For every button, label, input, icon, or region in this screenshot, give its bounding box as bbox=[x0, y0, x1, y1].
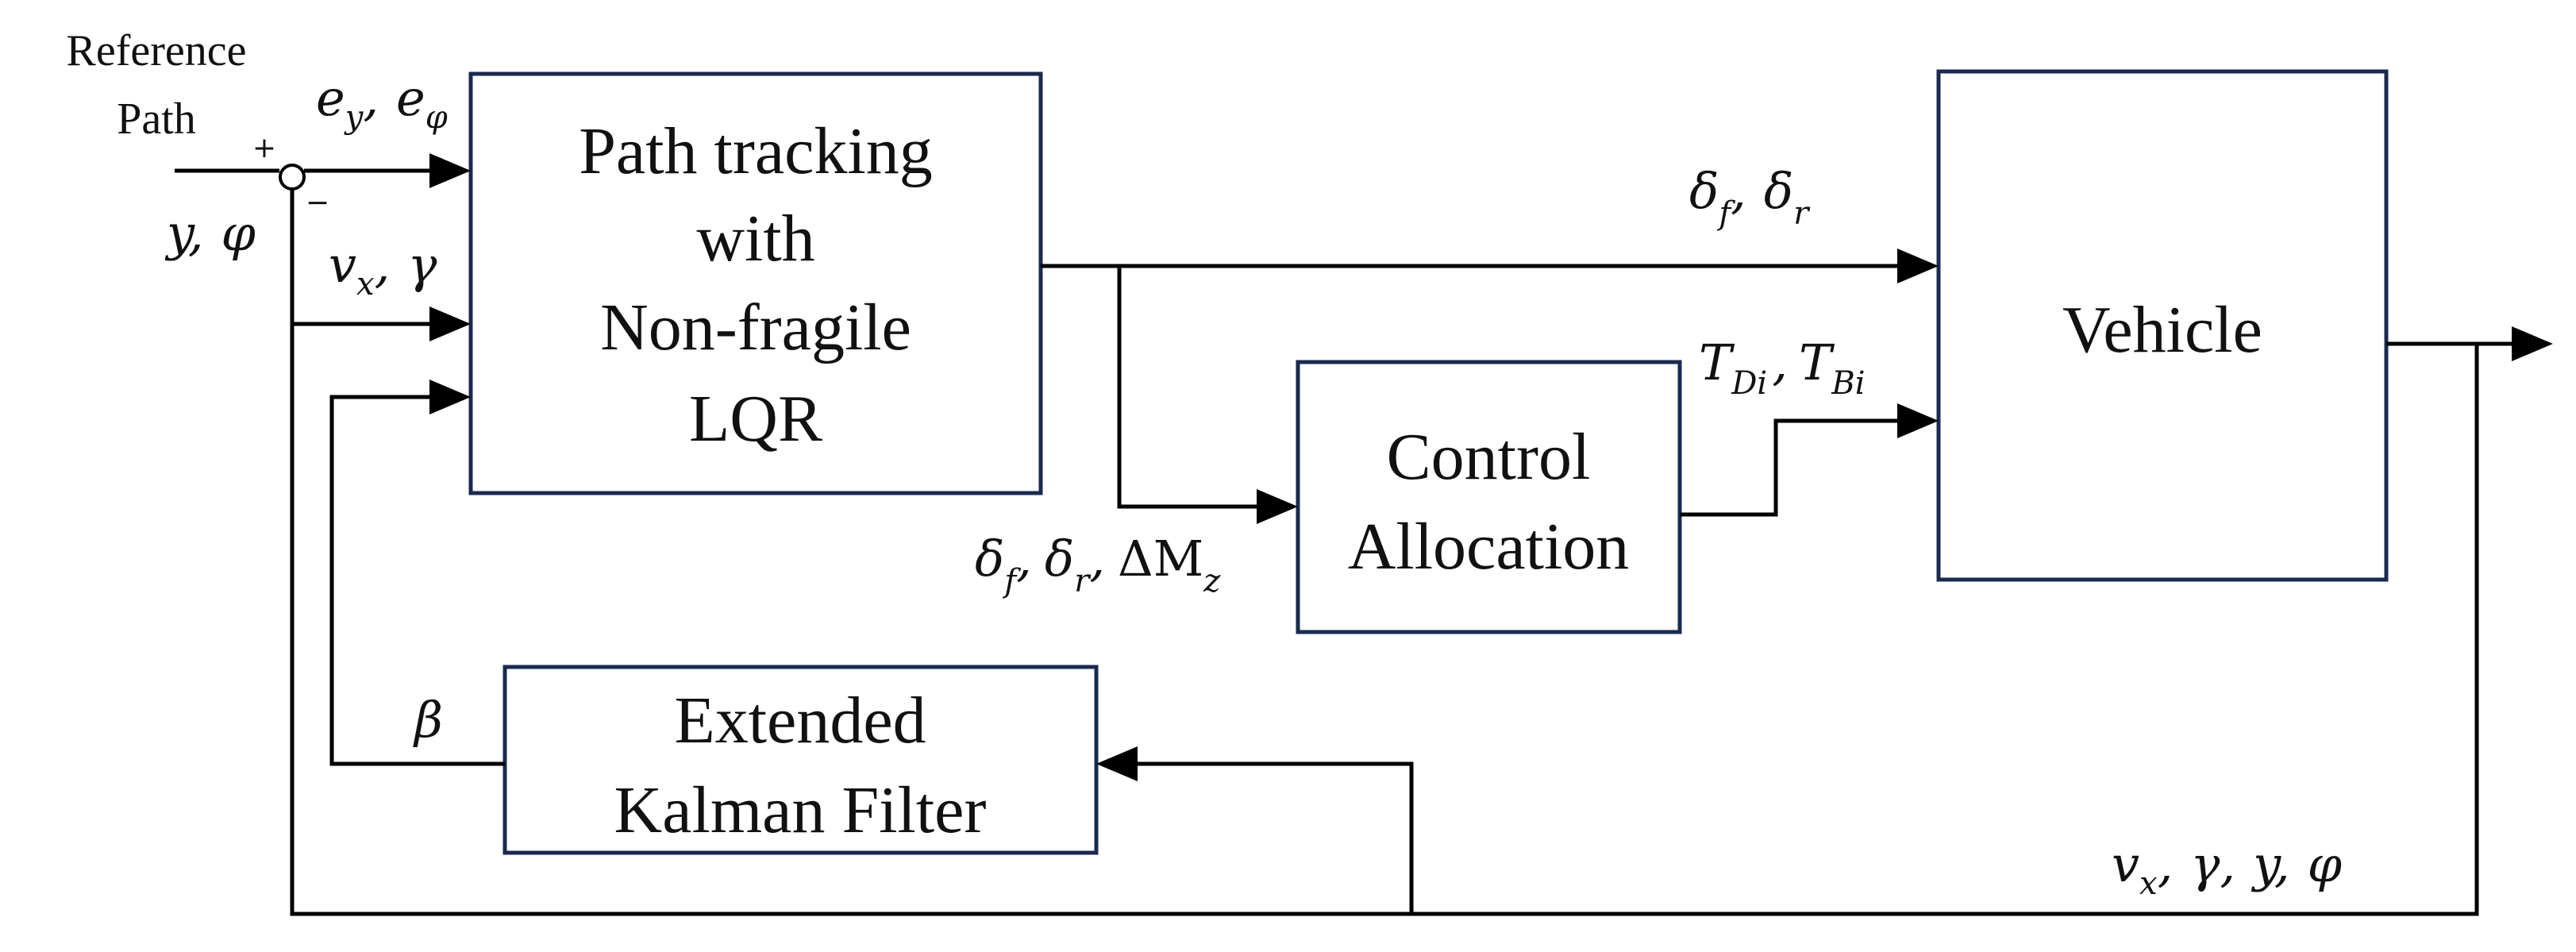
allocation-input-arrowhead bbox=[1257, 489, 1298, 524]
torque-wire bbox=[1680, 418, 1900, 517]
error-arrowhead bbox=[429, 153, 471, 188]
feedback-loop-wire bbox=[290, 189, 2479, 916]
extended-kalman-filter-block bbox=[502, 665, 1099, 855]
vehicle-output-arrowhead bbox=[2512, 326, 2553, 361]
steering-arrowhead bbox=[1897, 249, 1939, 283]
allocation-input-wire bbox=[1117, 266, 1260, 509]
path-tracking-label-line4: LQR bbox=[689, 382, 822, 456]
ekf-label-line1: Extended bbox=[674, 684, 926, 757]
minus-sign: − bbox=[306, 187, 329, 219]
path-tracking-label-line2: with bbox=[696, 202, 814, 276]
vx-gamma-signal-label: vx,γ bbox=[329, 236, 437, 303]
y-phi-signal-label: y,φ bbox=[164, 204, 256, 262]
feedback-signal-label: vx,γ,y,φ bbox=[2112, 835, 2343, 902]
control-allocation-block bbox=[1296, 360, 1682, 634]
vehicle-block bbox=[1936, 69, 2389, 582]
beta-arrowhead bbox=[429, 380, 471, 414]
path-tracking-label-line3: Non-fragile bbox=[600, 291, 911, 364]
control-allocation-label-line1: Control bbox=[1387, 420, 1591, 494]
vehicle-label: Vehicle bbox=[2062, 293, 2262, 367]
steering-signal-label: δf,δr bbox=[1689, 162, 1811, 232]
torque-arrowhead bbox=[1897, 403, 1939, 438]
ekf-feedback-arrowhead bbox=[1096, 746, 1138, 781]
reference-label: Reference bbox=[67, 26, 247, 75]
ekf-label-line2: Kalman Filter bbox=[614, 773, 987, 847]
ekf-feedback-wire bbox=[1134, 761, 1414, 914]
vx-gamma-arrowhead bbox=[429, 306, 471, 341]
path-tracking-lqr-block bbox=[468, 71, 1043, 495]
plus-sign: + bbox=[252, 132, 276, 164]
torque-signal-label: TDi,TBi bbox=[1699, 333, 1866, 402]
summing-junction bbox=[279, 164, 306, 191]
allocation-input-signal-label: δf,δr,ΔMz bbox=[975, 530, 1221, 599]
control-allocation-label-line2: Allocation bbox=[1348, 510, 1630, 584]
beta-signal-label: β bbox=[413, 691, 443, 749]
error-signal-label: ey,eφ bbox=[316, 69, 448, 136]
path-tracking-label-line1: Path tracking bbox=[579, 114, 933, 188]
beta-wire bbox=[329, 395, 505, 766]
path-label: Path bbox=[117, 94, 196, 144]
